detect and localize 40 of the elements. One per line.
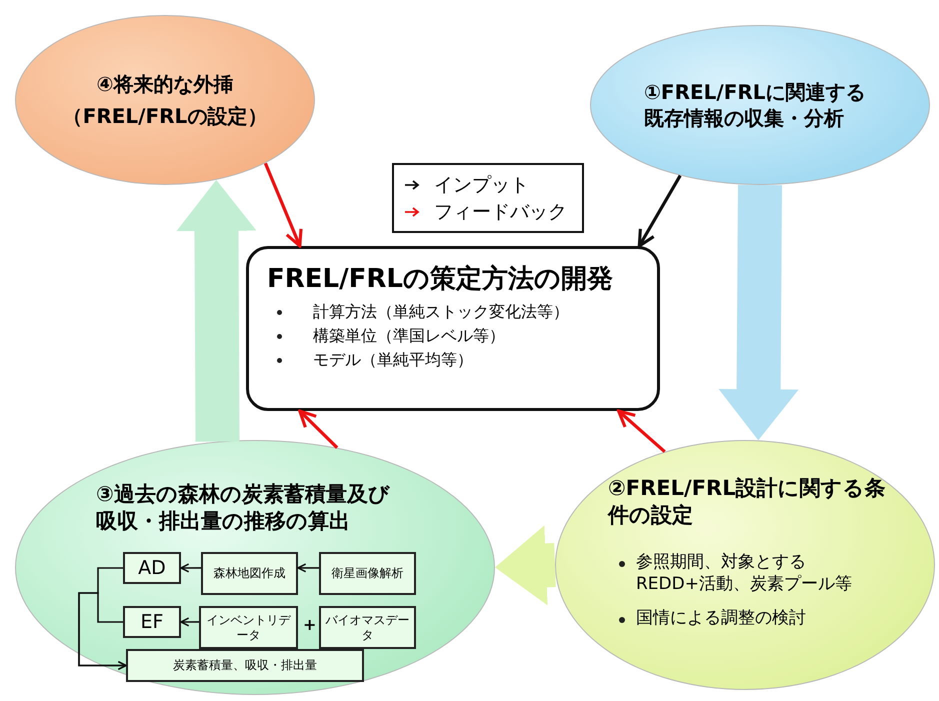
bullet-item: 構築単位（準国レベル等）	[313, 324, 639, 348]
process-box	[123, 552, 181, 584]
box-label: 衛星画像解析	[332, 566, 404, 581]
process-box	[319, 606, 416, 649]
block-arrow	[495, 525, 556, 606]
node-label: ①FREL/FRLに関連する既存情報の収集・分析	[644, 79, 867, 131]
bullet-item: モデル（単純平均等）	[313, 348, 639, 372]
bullet-item: 参照期間、対象とするREDD+活動、炭素プール等	[636, 551, 853, 596]
process-box	[246, 246, 660, 411]
arrow	[180, 563, 201, 573]
arrow	[638, 174, 682, 248]
arrow	[617, 409, 666, 453]
node-heading: ②FREL/FRL設計に関する条件の設定	[608, 475, 887, 530]
box-label: EF	[140, 610, 164, 634]
box-label: 炭素蓄積量、吸収・排出量	[173, 658, 317, 673]
box-label: インベントリデータ	[206, 613, 292, 642]
process-box	[199, 606, 298, 649]
node-label: ④将来的な外挿	[96, 71, 234, 98]
node-label: （FREL/FRLの設定）	[62, 103, 268, 130]
box-label: バイオマスデータ	[324, 613, 410, 642]
arrow	[298, 409, 338, 449]
arrow	[180, 617, 199, 627]
arrow	[297, 563, 319, 572]
legend-label: インプット	[434, 172, 529, 198]
box-title: FREL/FRLの策定方法の開発	[267, 263, 614, 296]
arrow	[78, 592, 127, 670]
process-box	[126, 649, 364, 682]
block-arrow	[718, 184, 799, 440]
legend-label: フィードバック	[434, 200, 567, 224]
process-box	[123, 606, 181, 638]
arrow	[264, 162, 303, 248]
process-box	[319, 552, 416, 595]
node-heading: ③過去の森林の炭素蓄積量及び吸収・排出量の推移の算出	[96, 481, 391, 536]
process-box	[201, 552, 298, 595]
bullet-item: 国情による調整の検討	[636, 607, 807, 630]
box-label: AD	[138, 556, 166, 580]
plus-sign: +	[303, 615, 316, 634]
block-arrow	[176, 180, 256, 442]
box-label: 森林地図作成	[214, 566, 286, 581]
bullet-item: 計算方法（単純ストック変化法等）	[313, 300, 639, 324]
